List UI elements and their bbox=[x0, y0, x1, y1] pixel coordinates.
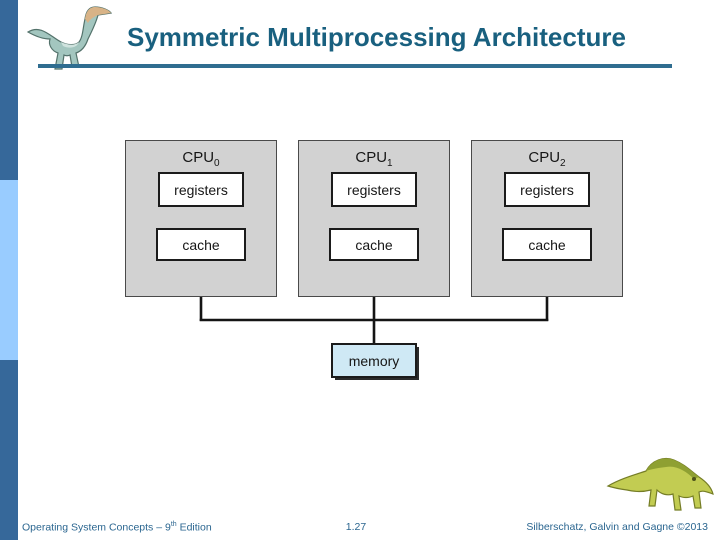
cpu0-registers-box: registers bbox=[158, 172, 244, 207]
cpu1-cache-box: cache bbox=[329, 228, 419, 261]
title-underline bbox=[38, 64, 672, 68]
cpu1-registers-box: registers bbox=[331, 172, 417, 207]
cpu1-box: CPU1 bbox=[298, 140, 450, 297]
sidebar-band-bottom bbox=[0, 360, 18, 540]
cpu2-registers-box: registers bbox=[504, 172, 590, 207]
cpu2-cache-box: cache bbox=[502, 228, 592, 261]
slide-page-number: 1.27 bbox=[345, 521, 367, 533]
memory-box: memory bbox=[331, 343, 417, 378]
slide-footer: Operating System Concepts – 9th Edition … bbox=[0, 517, 720, 537]
cpu2-label: CPU2 bbox=[528, 149, 566, 169]
cpu0-box: CPU0 bbox=[125, 140, 277, 297]
dinosaur-footer-icon bbox=[606, 457, 714, 511]
cpu2-box: CPU2 bbox=[471, 140, 623, 297]
sidebar-band-middle bbox=[0, 180, 18, 360]
page-title: Symmetric Multiprocessing Architecture bbox=[127, 22, 626, 52]
dinosaur-logo-icon bbox=[26, 6, 113, 70]
cpu0-label: CPU0 bbox=[182, 149, 220, 169]
sidebar-band-top bbox=[0, 0, 18, 180]
cpu1-label: CPU1 bbox=[355, 149, 393, 169]
cpu0-cache-box: cache bbox=[156, 228, 246, 261]
footer-book-title: Operating System Concepts – 9th Edition bbox=[22, 521, 212, 534]
footer-credits: Silberschatz, Galvin and Gagne ©2013 bbox=[526, 521, 708, 533]
sidebar-stripe bbox=[0, 0, 18, 540]
